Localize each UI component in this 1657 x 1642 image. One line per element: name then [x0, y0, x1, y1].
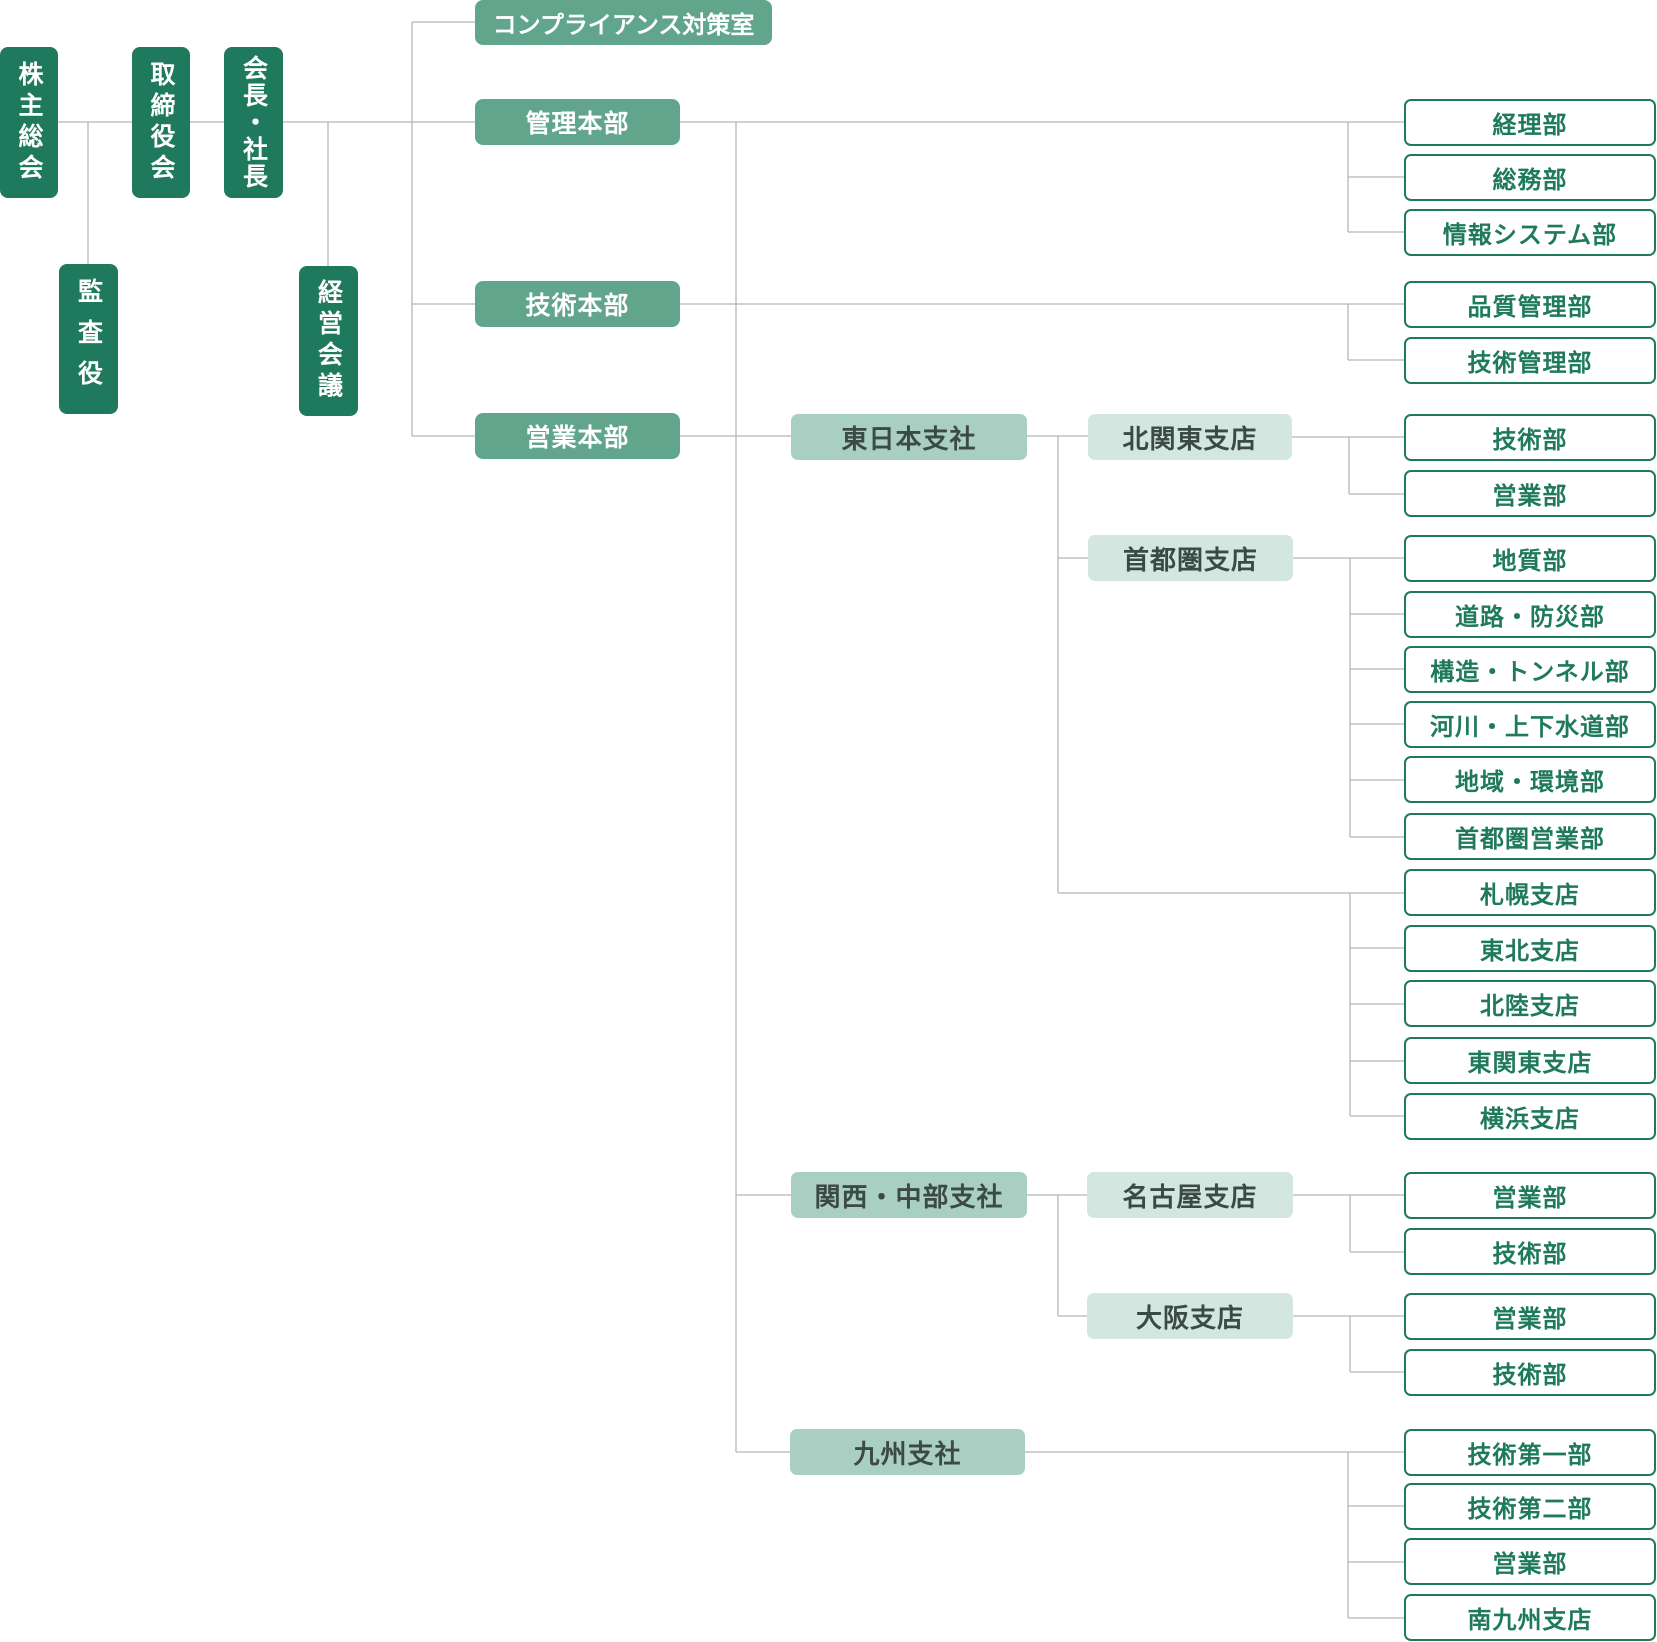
unit-nagoya-tech-box: 技術部	[1404, 1228, 1656, 1275]
auditor-box: 監査役	[59, 264, 118, 414]
unit-general-affairs-box: 総務部	[1404, 154, 1656, 201]
shutoken-office-box: 首都圏支店	[1088, 535, 1293, 581]
unit-tech-management-box: 技術管理部	[1404, 337, 1656, 384]
kansai-chubu-branch-box: 関西・中部支社	[791, 1172, 1027, 1218]
unit-tohoku-office-box: 東北支店	[1404, 925, 1656, 972]
unit-osaka-sales-box: 営業部	[1404, 1293, 1656, 1340]
unit-sapporo-office-box: 札幌支店	[1404, 869, 1656, 916]
unit-kitakanto-sales-box: 営業部	[1404, 470, 1656, 517]
unit-quality-management-box: 品質管理部	[1404, 281, 1656, 328]
unit-regional-environment-box: 地域・環境部	[1404, 756, 1656, 803]
board-of-directors-box: 取締役会	[132, 47, 190, 198]
unit-geology-box: 地質部	[1404, 535, 1656, 582]
unit-kyushu-sales-box: 営業部	[1404, 1538, 1656, 1585]
president-box: 会長・社長	[224, 47, 283, 198]
unit-nagoya-sales-box: 営業部	[1404, 1172, 1656, 1219]
tech-division-box: 技術本部	[475, 281, 680, 327]
compliance-office-box: コンプライアンス対策室	[475, 0, 772, 45]
unit-info-systems-box: 情報システム部	[1404, 209, 1656, 256]
unit-higashikanto-office-box: 東関東支店	[1404, 1037, 1656, 1084]
east-japan-branch-box: 東日本支社	[791, 414, 1027, 460]
kyushu-branch-box: 九州支社	[790, 1429, 1025, 1475]
unit-minamikyushu-office-box: 南九州支店	[1404, 1594, 1656, 1641]
kitakanto-office-box: 北関東支店	[1088, 414, 1292, 460]
sales-division-box: 営業本部	[475, 413, 680, 459]
unit-hokuriku-office-box: 北陸支店	[1404, 980, 1656, 1027]
unit-road-disaster-box: 道路・防災部	[1404, 591, 1656, 638]
unit-accounting-box: 経理部	[1404, 99, 1656, 146]
unit-osaka-tech-box: 技術部	[1404, 1349, 1656, 1396]
osaka-office-box: 大阪支店	[1087, 1293, 1293, 1339]
unit-kyushu-tech-2-box: 技術第二部	[1404, 1483, 1656, 1530]
management-meeting-box: 経営会議	[299, 266, 358, 416]
unit-kyushu-tech-1-box: 技術第一部	[1404, 1429, 1656, 1476]
nagoya-office-box: 名古屋支店	[1087, 1172, 1293, 1218]
unit-yokohama-office-box: 横浜支店	[1404, 1093, 1656, 1140]
unit-river-sewer-box: 河川・上下水道部	[1404, 701, 1656, 748]
shareholders-meeting-box: 株主総会	[0, 47, 58, 198]
unit-kitakanto-tech-box: 技術部	[1404, 414, 1656, 461]
unit-shutoken-sales-box: 首都圏営業部	[1404, 813, 1656, 860]
unit-structure-tunnel-box: 構造・トンネル部	[1404, 646, 1656, 693]
admin-division-box: 管理本部	[475, 99, 680, 145]
